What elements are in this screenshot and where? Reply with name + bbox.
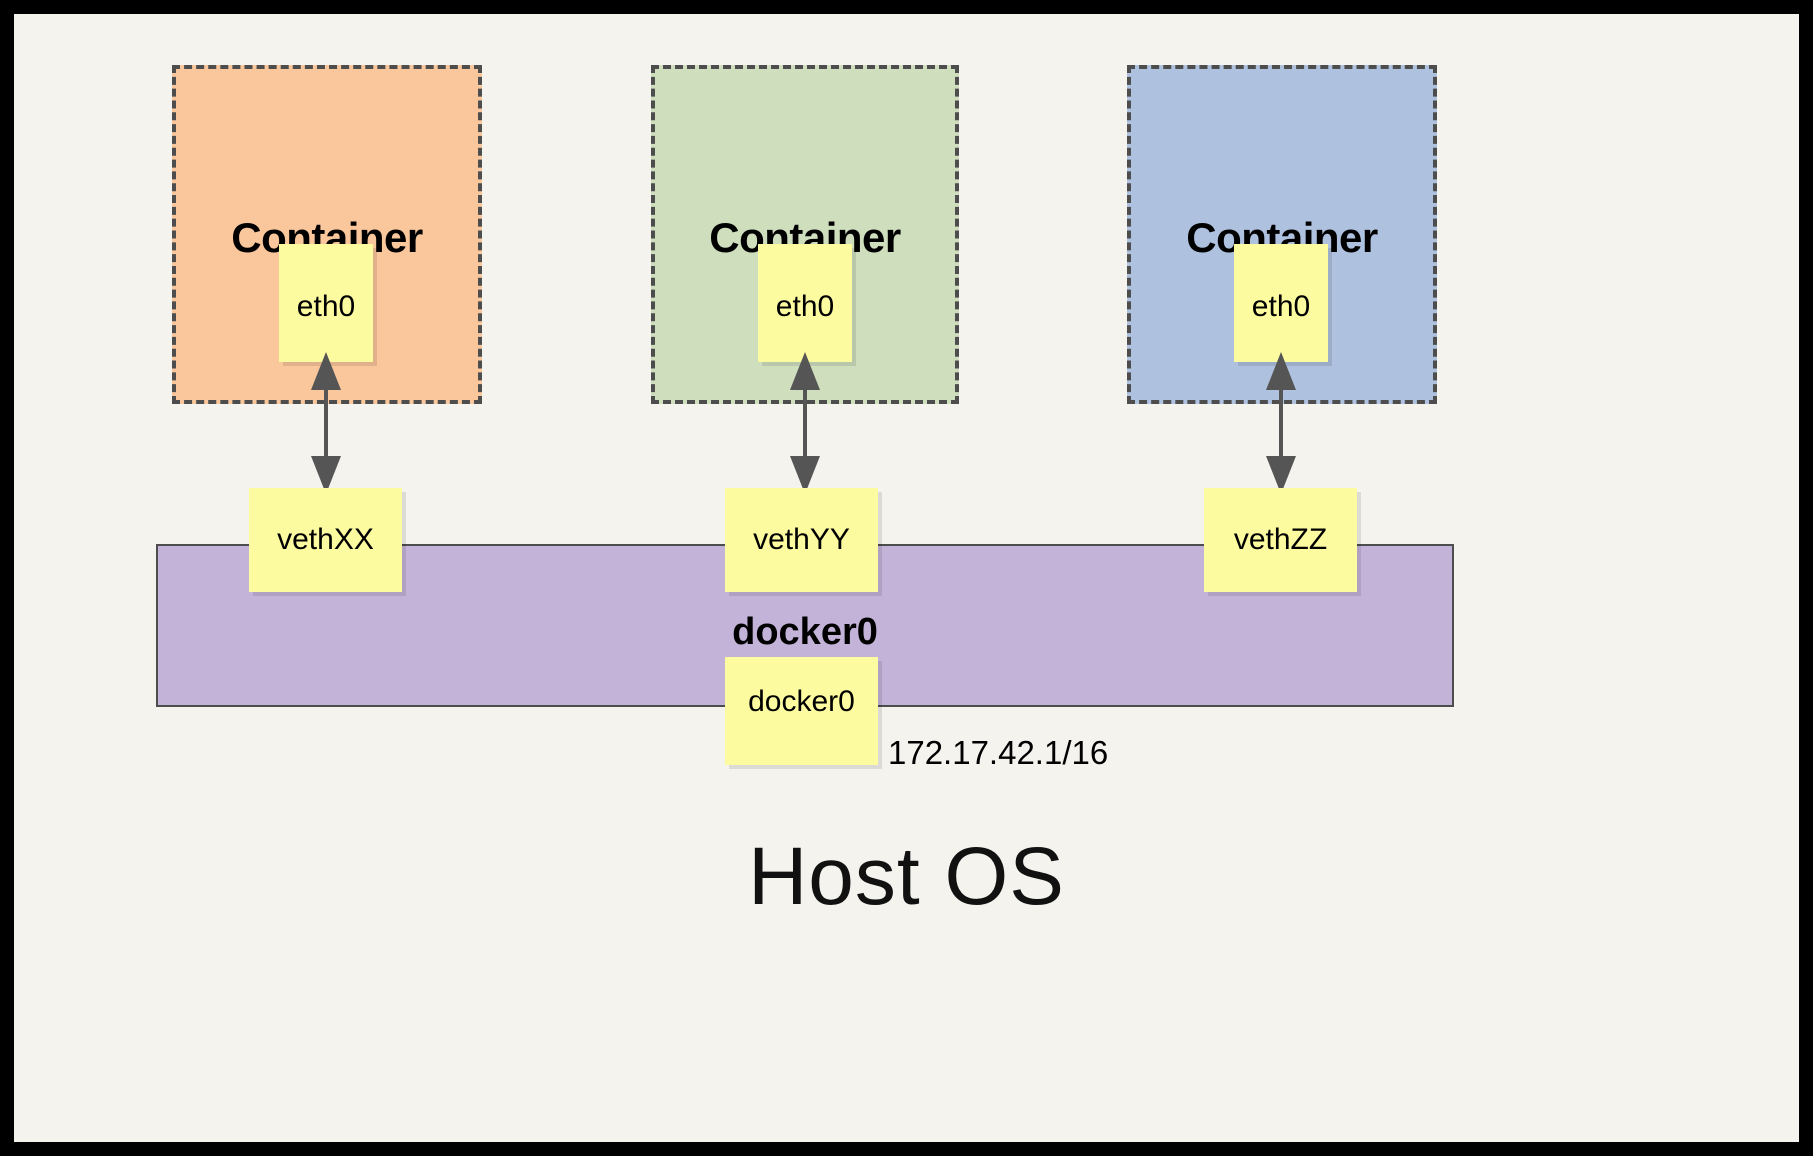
veth-note-xx: vethXX xyxy=(249,488,402,592)
eth0-note-2: eth0 xyxy=(758,244,852,362)
docker0-bridge-label: docker0 xyxy=(732,611,878,653)
veth-note-zz: vethZZ xyxy=(1204,488,1357,592)
eth0-note-3: eth0 xyxy=(1234,244,1328,362)
docker0-ip-label: 172.17.42.1/16 xyxy=(888,734,1109,771)
double-arrow-icon-3 xyxy=(1266,352,1296,494)
double-arrow-icon-1 xyxy=(311,352,341,494)
docker0-note: docker0 xyxy=(725,657,878,765)
veth-note-yy: vethYY xyxy=(725,488,878,592)
host-os-caption: Host OS xyxy=(748,831,1065,922)
double-arrow-icon-2 xyxy=(790,352,820,494)
diagram-frame: Container Container Container eth0 eth0 … xyxy=(11,11,1802,1145)
eth0-note-1: eth0 xyxy=(279,244,373,362)
